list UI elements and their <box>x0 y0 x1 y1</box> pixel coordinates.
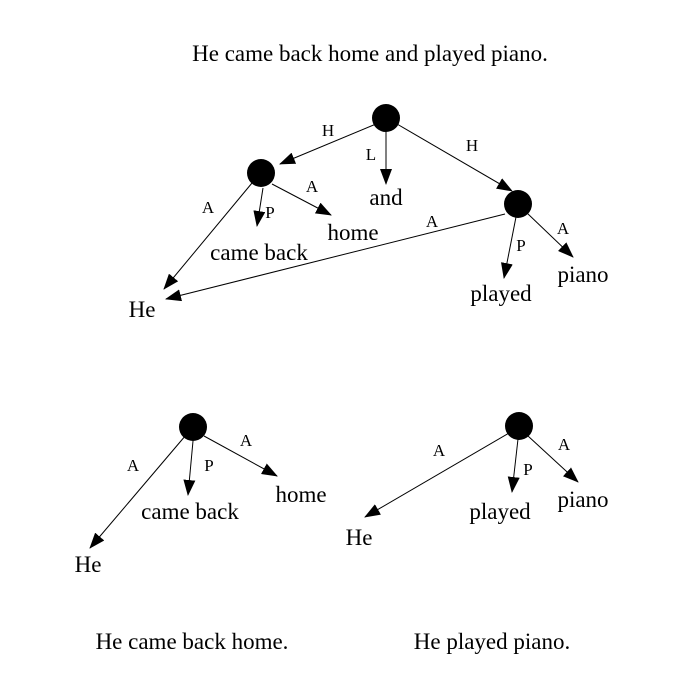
edge-bl-to-home <box>203 435 278 477</box>
top-sentence: He came back home and played piano. <box>192 41 548 66</box>
edge-root-to-right-scene <box>396 123 513 192</box>
label-left-he-a: A <box>202 198 215 217</box>
edge-right-to-he <box>165 213 506 302</box>
edge-left-to-home <box>271 183 332 216</box>
label-br-piano-a: A <box>558 435 571 454</box>
bottom-left-graph: A P A came back home He He came back hom… <box>75 413 327 654</box>
word-and: and <box>369 185 403 210</box>
bottom-left-node <box>179 413 207 441</box>
word-bl-he: He <box>75 552 102 577</box>
word-came-back: came back <box>210 240 308 265</box>
top-root-node <box>372 104 400 132</box>
word-piano: piano <box>557 262 608 287</box>
top-right-scene-node <box>504 190 532 218</box>
word-he: He <box>129 297 156 322</box>
edge-br-to-piano <box>527 435 579 483</box>
edge-bl-to-came-back <box>183 440 196 496</box>
label-bl-home-a: A <box>240 431 253 450</box>
label-bl-came-back-p: P <box>204 456 213 475</box>
edge-br-to-played <box>507 438 520 493</box>
word-br-piano: piano <box>557 487 608 512</box>
top-graph: He came back home and played piano. H L … <box>129 41 609 322</box>
edge-br-to-he <box>364 432 510 518</box>
edge-root-to-left-scene <box>279 123 377 165</box>
label-bl-he-a: A <box>127 456 140 475</box>
bottom-right-sentence: He played piano. <box>414 629 570 654</box>
word-br-he: He <box>346 525 373 550</box>
label-right-he-a: A <box>426 212 439 231</box>
label-root-right-h: H <box>466 136 478 155</box>
label-right-piano-a: A <box>557 219 570 238</box>
bottom-right-graph: A P A played piano He He played piano. <box>346 412 609 654</box>
label-root-left-h: H <box>322 121 334 140</box>
label-br-played-p: P <box>523 460 532 479</box>
word-br-played: played <box>469 499 531 524</box>
edge-right-to-piano <box>526 212 574 258</box>
bottom-right-node <box>505 412 533 440</box>
top-left-scene-node <box>247 159 275 187</box>
edge-left-to-he <box>163 182 253 290</box>
label-right-played-p: P <box>516 236 525 255</box>
word-home: home <box>327 220 378 245</box>
label-root-and-l: L <box>366 145 376 164</box>
label-left-came-back-p: P <box>265 203 274 222</box>
edge-right-to-played <box>501 216 517 279</box>
edge-bl-to-he <box>89 434 187 549</box>
word-bl-home: home <box>275 482 326 507</box>
label-br-he-a: A <box>433 441 446 460</box>
word-played: played <box>470 281 532 306</box>
label-left-home-a: A <box>306 177 319 196</box>
word-bl-came-back: came back <box>141 499 239 524</box>
bottom-left-sentence: He came back home. <box>96 629 289 654</box>
edge-left-to-came-back <box>253 187 266 227</box>
